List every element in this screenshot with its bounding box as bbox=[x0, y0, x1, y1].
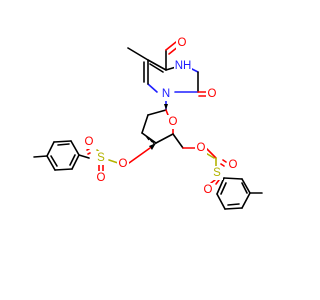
atom-bg bbox=[195, 141, 207, 155]
bond bbox=[149, 63, 164, 73]
bond bbox=[86, 148, 90, 151]
bond bbox=[147, 109, 167, 116]
atom-bg bbox=[83, 135, 95, 149]
atom-bg bbox=[160, 87, 172, 101]
bond bbox=[222, 159, 227, 163]
wedge-bond bbox=[149, 143, 156, 150]
bond bbox=[69, 154, 76, 166]
atom-label-o: O bbox=[169, 116, 178, 128]
bond bbox=[205, 147, 217, 159]
bond bbox=[141, 114, 149, 134]
atom-label-nh: NH bbox=[175, 60, 192, 72]
bond bbox=[71, 154, 80, 170]
bond bbox=[87, 152, 91, 155]
bond bbox=[241, 192, 251, 209]
bond bbox=[210, 179, 216, 184]
bond bbox=[241, 182, 248, 194]
bond bbox=[33, 155, 48, 158]
hash-tick bbox=[145, 135, 150, 141]
bond bbox=[241, 178, 251, 194]
atom-bg bbox=[206, 87, 218, 101]
molecule-structure: O NH O N O O S O O O S O O bbox=[33, 36, 263, 210]
atom-labels: O NH O N O O S O O O S O O bbox=[83, 36, 239, 197]
bond bbox=[220, 163, 225, 167]
bond bbox=[216, 177, 225, 195]
wedge-bond bbox=[164, 104, 168, 110]
bond bbox=[57, 143, 70, 146]
atom-label-o: O bbox=[178, 37, 187, 49]
atom-label-o: O bbox=[229, 159, 238, 171]
atom-label-o: O bbox=[208, 88, 217, 100]
atom-label-o: O bbox=[97, 172, 106, 184]
bond bbox=[128, 147, 151, 164]
bond bbox=[215, 179, 220, 185]
bond bbox=[50, 155, 58, 167]
bond bbox=[147, 83, 158, 93]
hash-tick bbox=[148, 137, 153, 143]
bond bbox=[155, 133, 174, 144]
atom-label-n: N bbox=[162, 88, 170, 100]
bond bbox=[46, 141, 55, 157]
atom-label-o: O bbox=[119, 158, 128, 170]
bond bbox=[78, 154, 90, 159]
atom-bg bbox=[227, 158, 239, 172]
bond bbox=[172, 133, 184, 149]
atom-bg bbox=[95, 171, 107, 185]
atom-bg bbox=[167, 115, 179, 129]
bond bbox=[216, 193, 226, 210]
bond bbox=[227, 203, 240, 206]
bond bbox=[165, 41, 177, 51]
bond bbox=[224, 207, 243, 210]
atom-label-s: S bbox=[97, 152, 105, 164]
bond bbox=[127, 47, 149, 61]
atom-bg bbox=[174, 59, 192, 74]
atom-label-o: O bbox=[204, 184, 213, 196]
bond bbox=[53, 140, 72, 143]
atom-bg bbox=[202, 183, 214, 197]
atom-label-o: O bbox=[85, 136, 94, 148]
atom-bg bbox=[117, 157, 129, 171]
atom-label-s: S bbox=[213, 167, 221, 179]
atom-bg bbox=[176, 36, 188, 50]
atom-bg bbox=[95, 151, 107, 165]
bond bbox=[46, 155, 56, 171]
bond bbox=[70, 140, 80, 156]
atom-bg bbox=[211, 166, 223, 180]
atom-label-o: O bbox=[197, 142, 206, 154]
bond bbox=[54, 168, 73, 171]
bond bbox=[223, 177, 243, 180]
bond bbox=[108, 159, 119, 164]
bond bbox=[147, 59, 167, 71]
bond bbox=[220, 182, 227, 195]
